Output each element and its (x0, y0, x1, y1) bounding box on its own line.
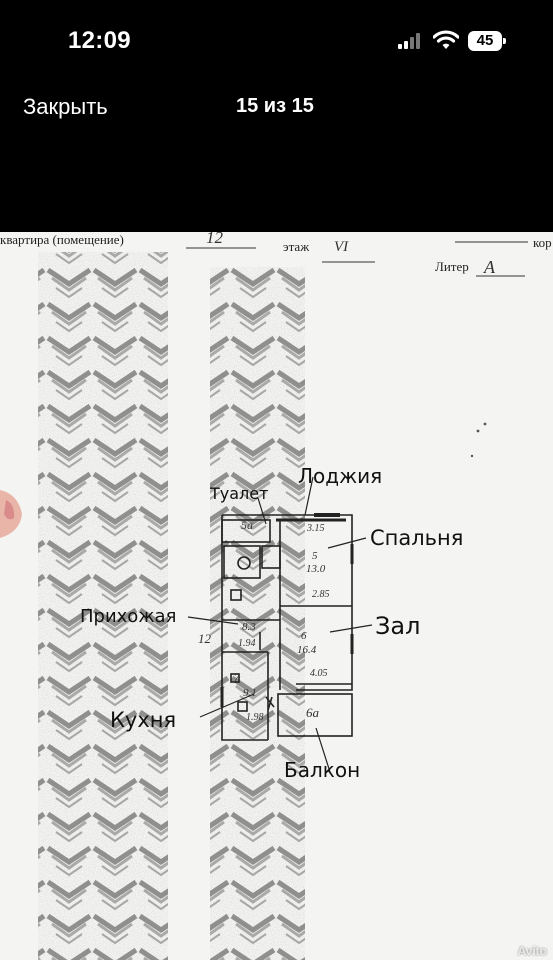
doc-litera-value: А (484, 257, 495, 277)
doc-floor-value: VI (334, 239, 349, 255)
floor-plan-drawing (0, 241, 528, 960)
label-toilet: Туалет (210, 484, 269, 503)
avito-watermark: Avito (517, 944, 547, 958)
mark-bedroom-dim: 2.85 (312, 589, 330, 600)
label-bedroom: Спальня (370, 526, 464, 550)
doc-corner-text: кор (533, 235, 552, 250)
mark-balcony-room: 6а (306, 705, 319, 720)
mark-bedroom-num: 5 (312, 550, 318, 562)
mark-hall-num: 6 (301, 630, 307, 642)
mark-hall-area: 16.4 (297, 644, 317, 656)
close-button[interactable]: Закрыть (23, 94, 108, 119)
status-time: 12:09 (68, 27, 131, 54)
mark-bedroom-area: 13.0 (306, 563, 326, 575)
floor-plan-photo[interactable]: квартира (помещение) 12 этаж VI Литер А … (0, 232, 553, 960)
label-balcony: Балкон (284, 758, 361, 782)
mark-apartment-number: 12 (198, 631, 211, 646)
mark-hall-dim: 4.05 (310, 668, 328, 679)
doc-litera-label: Литер (435, 259, 469, 274)
doc-apartment-number: 12 (206, 232, 223, 247)
label-loggia: Лоджия (298, 464, 383, 488)
label-hall: Зал (375, 612, 421, 640)
battery-level: 45 (468, 31, 502, 51)
mark-kitchen-num: 7 (234, 672, 240, 684)
cellular-signal-icon (398, 33, 424, 49)
mark-hallway-area: 8.3 (242, 621, 256, 633)
mark-hallway-dim: 1.94 (238, 638, 256, 649)
photo-counter: 15 из 15 (236, 95, 314, 117)
label-hallway: Прихожая (80, 606, 177, 627)
doc-floor-label: этаж (283, 239, 310, 254)
mark-kitchen-area: 9.1 (243, 687, 257, 699)
battery-icon: 45 (468, 31, 506, 51)
mark-toilet-room: 5а (241, 518, 253, 532)
label-kitchen: Кухня (110, 708, 177, 732)
status-bar: 12:09 45 (0, 0, 553, 80)
wifi-icon (432, 30, 460, 50)
mark-loggia-dim: 3.15 (307, 523, 325, 534)
mark-kitchen-dim: 1.98 (246, 712, 264, 723)
doc-apartment-label: квартира (помещение) (0, 232, 124, 247)
